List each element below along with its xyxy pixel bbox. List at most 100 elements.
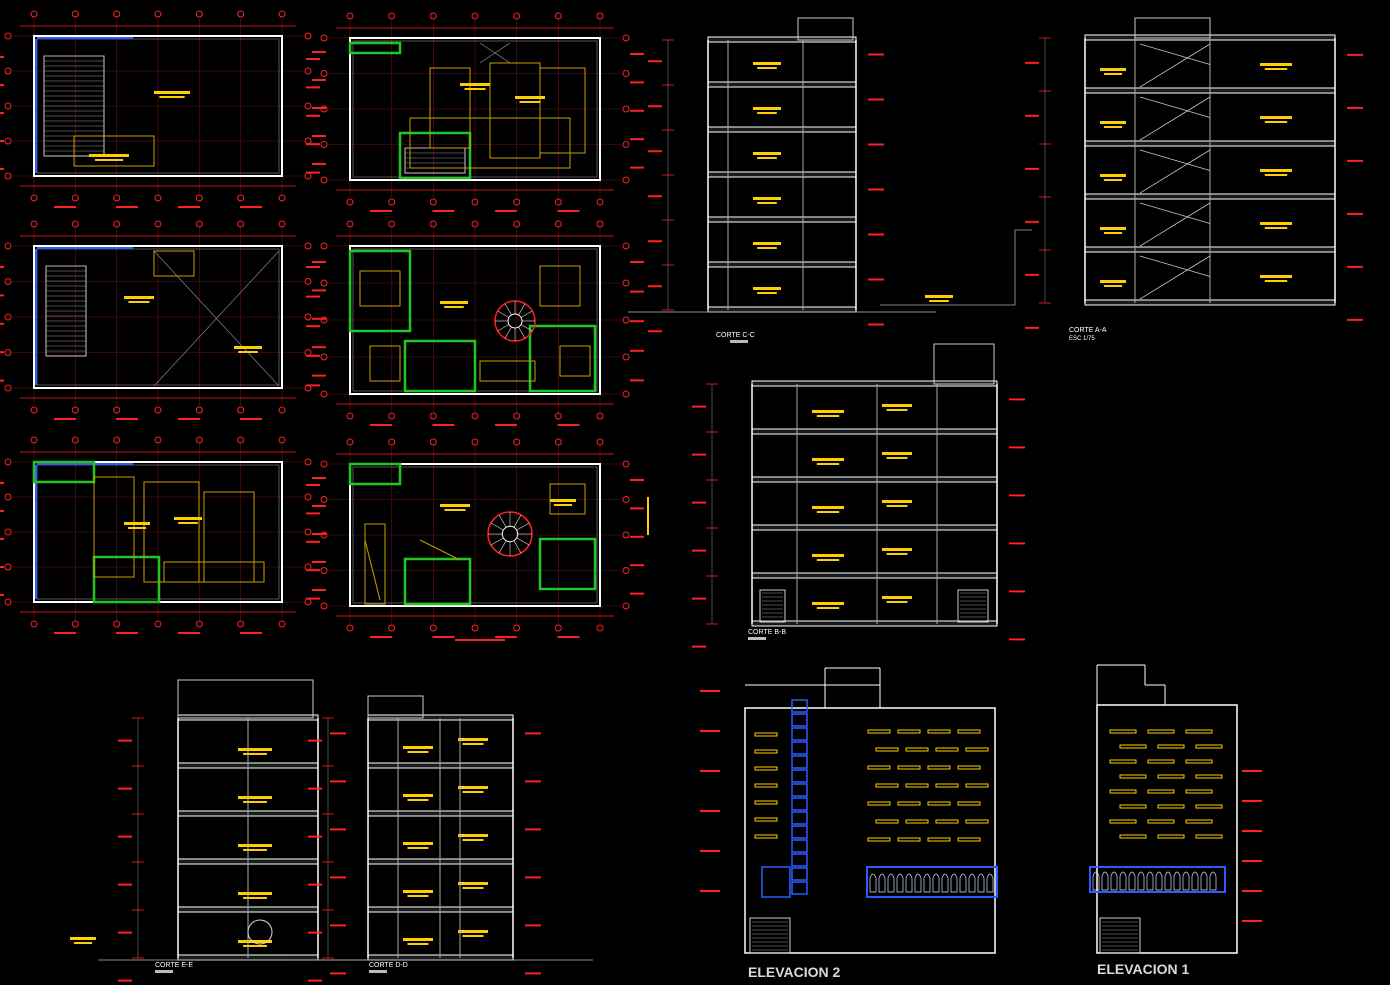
dimension-note <box>0 594 4 596</box>
annotation-tag-sub <box>519 101 541 103</box>
grid-bubble <box>304 172 312 180</box>
dimension-note <box>1347 212 1363 215</box>
grid-bubble <box>154 620 162 628</box>
spiral-core <box>501 525 519 543</box>
building-section <box>1025 17 1363 329</box>
dimension-note <box>240 206 262 208</box>
grid-bubble <box>304 528 312 536</box>
dimension-note <box>495 636 517 638</box>
dimension-note <box>312 79 326 81</box>
floor-plan <box>0 220 326 420</box>
grid-bubble <box>622 496 630 503</box>
window-tag <box>1185 759 1213 764</box>
window-tag <box>935 819 959 824</box>
corte-cc-underline <box>730 340 748 343</box>
grid-bubble <box>4 137 12 145</box>
grid-bubble <box>4 32 12 40</box>
dimension-note <box>312 533 326 535</box>
roof-box <box>933 343 995 385</box>
dimension-note <box>692 645 706 648</box>
window-tag <box>1109 759 1137 764</box>
annotation-tag-sub <box>127 527 147 529</box>
annotation-tag <box>154 91 190 94</box>
slab <box>707 216 857 223</box>
window-tag <box>754 783 778 788</box>
window-tag <box>957 801 981 806</box>
annotation-tag-sub <box>238 351 258 353</box>
dimension-note <box>495 424 517 426</box>
grid-bubble <box>71 406 79 414</box>
dimension-note <box>525 876 541 879</box>
dimension-note <box>1347 318 1363 321</box>
annotation-tag-sub <box>757 112 777 114</box>
annotation-tag-sub <box>886 505 908 507</box>
window-tag <box>905 819 929 824</box>
dimension-note <box>630 290 644 293</box>
dimension-note <box>306 384 320 387</box>
dimension-note <box>1347 159 1363 162</box>
annotation-tag <box>1260 222 1292 225</box>
blue-window <box>791 797 808 811</box>
grid-bubble <box>554 12 562 20</box>
annotation-tag <box>882 548 912 551</box>
grid-bubble <box>71 220 79 228</box>
blue-window-band <box>1089 866 1226 893</box>
dimension-note <box>1025 114 1039 117</box>
window-tag <box>897 765 921 770</box>
dimension-note <box>525 924 541 927</box>
annotation-tag-sub <box>462 887 484 889</box>
exterior-wall <box>33 245 283 389</box>
annotation-tag <box>753 152 781 155</box>
grid-bubble <box>622 279 630 287</box>
garage-door <box>957 589 989 623</box>
dimension-note <box>432 636 455 638</box>
dimension-note <box>0 566 4 568</box>
spiral-step <box>490 522 504 531</box>
arch-window <box>1119 871 1127 891</box>
grid-bubble <box>278 406 286 414</box>
facade-outline <box>744 707 996 954</box>
window-tag <box>1147 789 1175 794</box>
arch-window <box>968 873 976 893</box>
sections-group <box>70 17 1363 982</box>
roof-box <box>797 17 854 41</box>
dimension-note <box>0 84 4 86</box>
grid-bubble <box>471 438 479 446</box>
corte-ee-underline <box>155 970 173 973</box>
arch-window <box>950 873 958 893</box>
dimension-note <box>630 320 644 323</box>
grid-bubble <box>304 137 312 145</box>
grid-bubble <box>596 198 604 206</box>
furniture <box>539 265 581 307</box>
dimension-note <box>630 379 644 382</box>
grid-bubble <box>320 105 328 113</box>
dimension-note <box>557 210 580 212</box>
grid-bubble <box>471 220 479 228</box>
grid-bubble <box>304 598 312 606</box>
window-tag <box>905 783 929 788</box>
annotation-tag-sub <box>1103 179 1123 181</box>
grid-bubble <box>622 242 630 250</box>
grid-bubble <box>388 412 396 420</box>
roof-box <box>367 695 424 719</box>
grid-bubble <box>195 220 203 228</box>
grid-bubble <box>513 624 521 632</box>
annotation-tag-sub <box>462 839 484 841</box>
furniture <box>489 62 541 159</box>
partition-wall <box>538 537 597 591</box>
window-tag <box>1185 729 1213 734</box>
window-tag <box>1195 804 1223 809</box>
dimension-note <box>306 58 320 60</box>
dimension-note <box>630 507 644 510</box>
grid-bubble <box>304 32 312 40</box>
arch-window <box>986 873 994 893</box>
annotation-tag-sub <box>1264 174 1288 176</box>
grid-bubble <box>596 220 604 228</box>
annotation-tag <box>460 83 490 86</box>
exterior-wall <box>33 35 283 177</box>
dimension-note <box>312 317 326 320</box>
furniture <box>559 345 591 377</box>
inner-wall <box>352 40 598 178</box>
slab <box>751 380 998 387</box>
dimension-note <box>1009 542 1025 545</box>
